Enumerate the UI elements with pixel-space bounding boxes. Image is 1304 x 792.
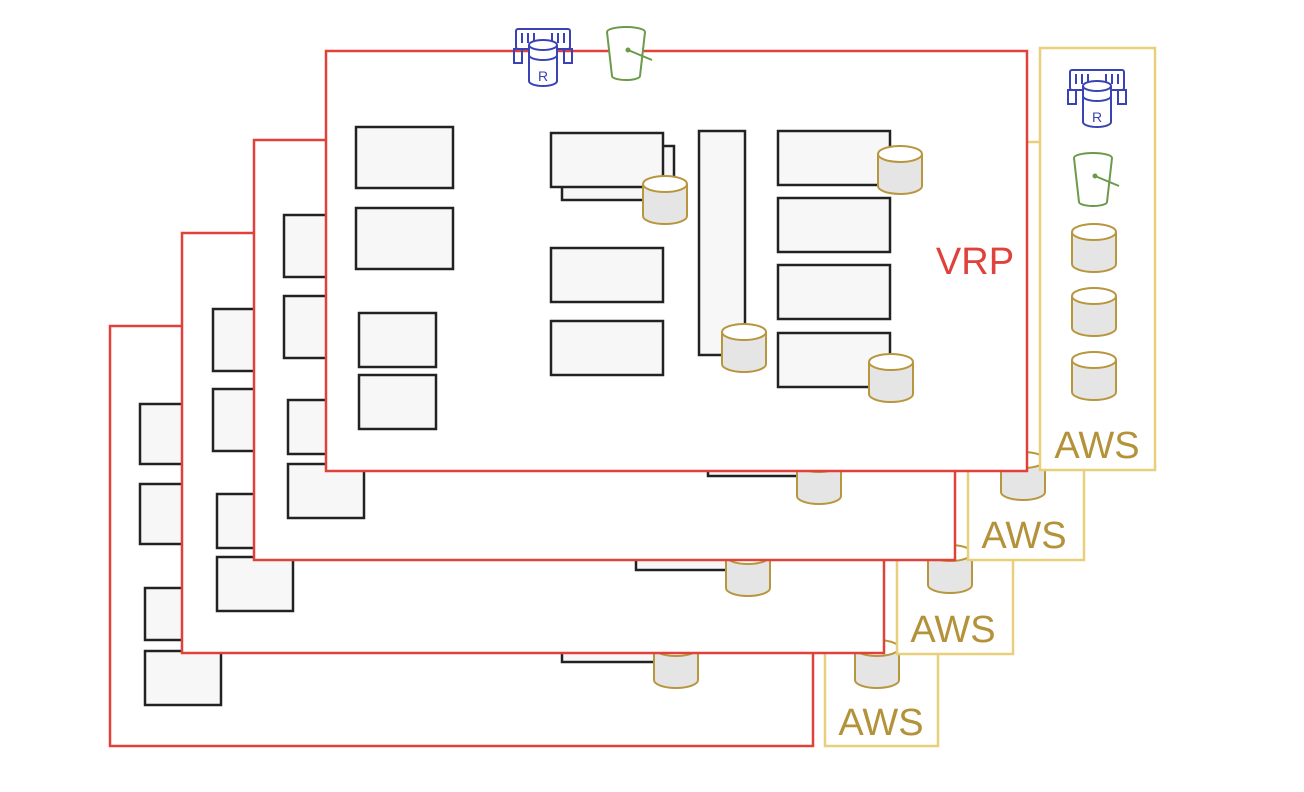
aws-label-4: AWS bbox=[838, 702, 923, 744]
rds-icon-letter: R bbox=[538, 68, 548, 84]
aws-label-3: AWS bbox=[910, 609, 995, 651]
rds-icon-letter-aws: R bbox=[1092, 109, 1102, 125]
aws-panel-1-dbs bbox=[1071, 223, 1117, 401]
aws-label-2: AWS bbox=[981, 515, 1066, 557]
vrp-label: VRP bbox=[936, 241, 1014, 283]
aws-label-1: AWS bbox=[1054, 425, 1139, 467]
